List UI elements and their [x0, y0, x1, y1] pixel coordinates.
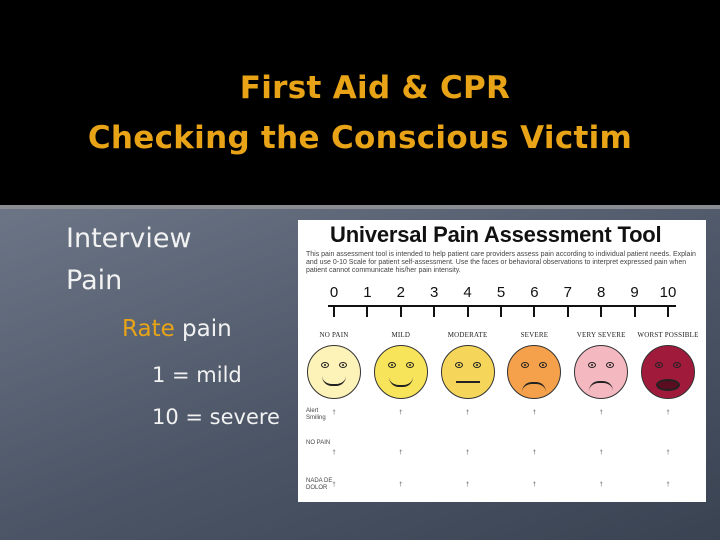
face-eye [472, 362, 481, 368]
scale-tick [433, 305, 436, 317]
face-eye [673, 362, 681, 368]
row-mark: † [399, 482, 403, 488]
scale-number: 2 [396, 284, 405, 301]
scale-number: 3 [430, 284, 439, 301]
row-mark: † [465, 450, 470, 456]
tool-description: This pain assessment tool is intended to… [306, 251, 696, 274]
title-area [0, 0, 720, 205]
row-mark: † [666, 482, 670, 488]
face-eye [339, 362, 347, 368]
pain-face-icon [641, 345, 695, 399]
scale-tick [366, 305, 369, 317]
face-mouth [455, 381, 480, 383]
pain-face-icon [574, 345, 629, 399]
sub-bullet-mild: 1 = mild [152, 363, 242, 387]
row-mark: † [465, 482, 470, 488]
row-mark: † [332, 450, 336, 456]
face-eye [387, 362, 396, 368]
pain-category-label: NO PAIN [319, 331, 349, 339]
scale-tick [633, 305, 636, 317]
separator-line [0, 205, 720, 209]
row-mark: † [332, 410, 336, 416]
face-mouth [522, 382, 547, 392]
face-mouth [656, 379, 680, 391]
pain-category-label: MILD [391, 331, 411, 339]
row-mark: † [399, 410, 403, 416]
slide-title-line1: First Aid & CPR [239, 70, 511, 106]
scale-tick [466, 305, 469, 317]
row-mark: † [332, 482, 336, 488]
face-eye [588, 362, 597, 368]
row-mark: † [465, 410, 470, 416]
pain-category-label: MODERATE [447, 331, 488, 339]
row-label: NADA DE DOLOR [306, 478, 333, 491]
scale-tick [600, 305, 603, 317]
pain-face-icon [307, 345, 361, 399]
pain-category-label: WORST POSSIBLE [637, 331, 699, 339]
bullet-pain: Pain [66, 265, 123, 296]
face-mouth [322, 376, 346, 386]
scale-tick [399, 305, 402, 317]
tool-title: Universal Pain Assessment Tool [330, 222, 662, 247]
pain-face-icon [373, 345, 428, 399]
row-label: Alert Smiling [306, 408, 326, 421]
scale-number: 8 [597, 284, 606, 301]
face-mouth [589, 381, 614, 391]
row-mark: † [666, 450, 670, 456]
scale-number: 6 [530, 284, 539, 301]
slide-title-line2: Checking the Conscious Victim [87, 120, 633, 156]
row-mark: † [532, 450, 537, 456]
pain-face-icon [440, 345, 495, 399]
scale-number: 5 [496, 284, 506, 301]
scale-tick [500, 305, 502, 317]
scale-bar [328, 305, 676, 307]
face-eye [606, 362, 615, 368]
face-eye [321, 362, 329, 368]
scale-number: 9 [630, 284, 639, 301]
bullet-interview: Interview [66, 223, 192, 254]
row-mark: † [532, 482, 537, 488]
scale-tick [667, 305, 669, 317]
row-mark: † [599, 450, 603, 456]
pain-assessment-tool-image: Universal Pain Assessment Tool This pain… [298, 220, 706, 502]
face-eye [454, 362, 463, 368]
scale-number: 7 [563, 284, 572, 301]
pain-category-label: SEVERE [520, 331, 549, 339]
face-mouth [388, 377, 413, 387]
row-mark: † [399, 450, 403, 456]
pain-category-label: VERY SEVERE [576, 331, 626, 339]
pain-scale: 0 1 2 3 4 5 6 7 8 9 10 [298, 284, 706, 324]
rate-accent: Rate [122, 316, 175, 342]
row-mark: † [599, 410, 603, 416]
face-eye [655, 362, 663, 368]
scale-tick [566, 305, 569, 317]
sub-bullet-rate-pain: Rate pain [122, 316, 232, 342]
scale-number: 4 [463, 284, 472, 301]
scale-number: 0 [329, 284, 339, 301]
pain-face-icon [507, 345, 562, 399]
row-mark: † [599, 482, 603, 488]
scale-tick [533, 305, 536, 317]
scale-tick [333, 305, 335, 317]
face-eye [539, 362, 548, 368]
scale-number: 1 [363, 284, 372, 301]
row-label: NO PAIN [306, 440, 331, 446]
face-eye [521, 362, 530, 368]
row-mark: † [666, 410, 670, 416]
row-mark: † [532, 410, 537, 416]
scale-number: 10 [659, 284, 677, 301]
face-eye [405, 362, 414, 368]
rate-rest: pain [174, 316, 232, 342]
sub-bullet-severe: 10 = severe [152, 405, 280, 429]
